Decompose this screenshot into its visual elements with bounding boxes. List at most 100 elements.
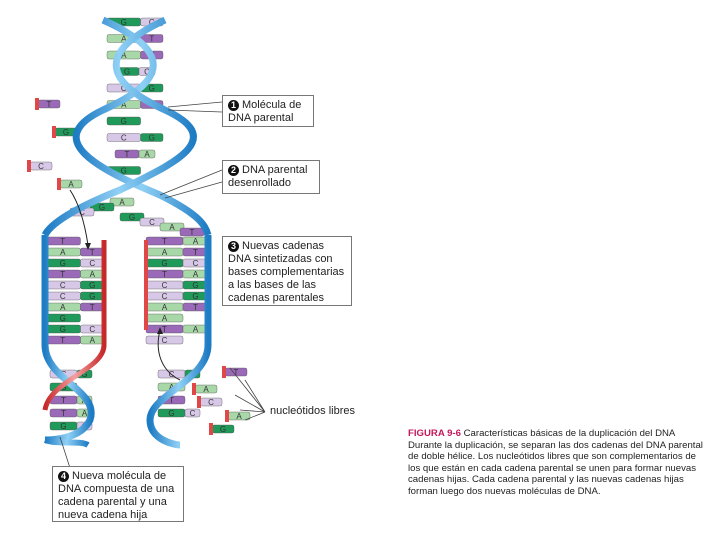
base-letter: T <box>61 396 66 405</box>
step-number: 2 <box>228 165 239 176</box>
base-letter: C <box>89 325 95 334</box>
base-letter: G <box>60 314 66 323</box>
free-nucleotides-label: nucleótidos libres <box>270 405 355 417</box>
base-letter: G <box>192 281 198 290</box>
base-letter: G <box>121 18 127 27</box>
phosphate-icon <box>35 98 39 110</box>
base-letter: G <box>192 292 198 301</box>
base-letter: T <box>149 35 154 44</box>
base-letter: T <box>90 303 95 312</box>
base-letter: G <box>161 259 167 268</box>
base-letter: A <box>193 325 199 334</box>
base-letter: G <box>60 259 66 268</box>
parental-strand-2 <box>41 16 197 237</box>
base-letter: C <box>38 162 44 171</box>
base-letter: C <box>149 18 155 27</box>
phosphate-icon <box>197 396 201 408</box>
base-letter: A <box>236 412 242 421</box>
phosphate-icon <box>27 160 31 172</box>
base-letter: C <box>121 134 127 143</box>
step-number: 1 <box>228 100 239 111</box>
base-letter: A <box>203 385 209 394</box>
base-letter: A <box>144 150 150 159</box>
base-letter: G <box>168 409 174 418</box>
base-letter: A <box>162 248 168 257</box>
phosphate-icon <box>192 383 196 395</box>
base-letter: A <box>193 237 199 246</box>
helix-base-g <box>106 116 141 126</box>
callout-text: Molécula de DNA parental <box>228 99 302 124</box>
base-letter: G <box>89 281 95 290</box>
base-letter: C <box>149 218 155 227</box>
base-letter: G <box>60 325 66 334</box>
base-letter: C <box>60 292 66 301</box>
base-letter: T <box>125 150 130 159</box>
base-letter: A <box>90 336 96 345</box>
base-letter: T <box>162 325 167 334</box>
base-letter: G <box>63 128 69 137</box>
phosphate-icon <box>225 410 229 422</box>
base-letter: T <box>61 409 66 418</box>
phosphate-icon <box>209 423 213 435</box>
base-letter: C <box>162 292 168 301</box>
left-parental-strand <box>41 235 95 444</box>
base-letter: A <box>162 314 168 323</box>
base-letter: C <box>79 208 85 217</box>
base-letter: A <box>82 409 88 418</box>
right-bottom-base-c <box>184 408 201 418</box>
base-letter: G <box>220 425 226 434</box>
callout-text: Nueva molécula de DNA compuesta de una c… <box>58 470 175 521</box>
base-letter: T <box>47 100 52 109</box>
base-letter: A <box>121 35 127 44</box>
phosphate-icon <box>52 126 56 138</box>
base-letter: C <box>162 281 168 290</box>
base-letter: G <box>121 167 127 176</box>
base-letter: A <box>119 198 125 207</box>
base-letter: T <box>162 270 167 279</box>
fork-base-a <box>109 197 135 207</box>
base-letter: T <box>60 336 65 345</box>
fork-base-g <box>119 212 145 222</box>
figure-number: FIGURA 9-6 <box>408 428 461 439</box>
base-letter: T <box>193 248 198 257</box>
base-letter: C <box>144 68 150 77</box>
base-letter: T <box>90 248 95 257</box>
fork-base-c <box>139 217 165 227</box>
right-daughter-base-c <box>145 335 184 345</box>
fork-base-g <box>89 202 115 212</box>
base-letter: C <box>121 84 127 93</box>
base-letter: A <box>60 248 66 257</box>
callout-text: Nuevas cadenas DNA sintetizadas con base… <box>228 240 345 304</box>
fork-base-a <box>159 222 185 232</box>
base-letter: G <box>121 117 127 126</box>
base-letter: G <box>149 84 155 93</box>
left-new-strand <box>42 240 107 411</box>
base-letter: T <box>193 303 198 312</box>
base-letter: C <box>89 259 95 268</box>
base-letter: A <box>60 303 66 312</box>
base-letter: G <box>60 422 66 431</box>
base-letter: C <box>190 409 196 418</box>
base-letter: G <box>89 292 95 301</box>
base-letter: A <box>193 270 199 279</box>
helix-base-g <box>140 133 164 142</box>
base-letter: C <box>60 281 66 290</box>
base-letter: T <box>60 237 65 246</box>
helix-base-a <box>138 149 156 159</box>
base-letter: G <box>129 213 135 222</box>
phosphate-icon <box>57 178 61 190</box>
figure-caption: FIGURA 9-6 Características básicas de la… <box>408 428 708 497</box>
step-number: 4 <box>58 471 69 482</box>
base-letter: A <box>121 101 127 110</box>
phosphate-icon <box>222 366 226 378</box>
parental-strand-1 <box>72 16 212 237</box>
base-letter: T <box>234 368 239 377</box>
step-number: 3 <box>228 241 239 252</box>
base-letter: T <box>169 396 174 405</box>
right-parental-strand <box>146 235 212 449</box>
base-letter: A <box>162 303 168 312</box>
